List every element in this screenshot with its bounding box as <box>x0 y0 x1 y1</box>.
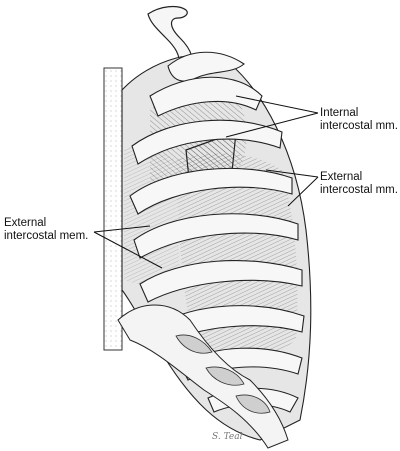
rib-2 <box>149 76 263 117</box>
costal-gap-1 <box>175 334 213 354</box>
label-membrane-line1: External <box>4 217 47 229</box>
leader-external-a <box>265 169 319 178</box>
ribs <box>129 51 305 413</box>
clavicle <box>147 5 193 71</box>
label-external-membrane: External intercostal mem. <box>4 217 88 243</box>
label-internal-line1: Internal <box>320 107 359 119</box>
rib-5 <box>133 213 299 259</box>
leader-internal-b <box>225 112 319 138</box>
rib-3 <box>131 119 283 165</box>
rib-6 <box>139 260 303 303</box>
costal-gap-3 <box>235 394 271 414</box>
leader-membrane-a <box>93 225 151 233</box>
label-membrane-line2: intercostal mem. <box>4 230 89 242</box>
label-external-line1: External <box>320 171 363 183</box>
label-internal-line2: intercostal mm. <box>320 120 398 132</box>
rib-1 <box>167 51 245 82</box>
artist-signature: S. Teal <box>212 432 243 442</box>
label-external-intercostal: External intercostal mm. <box>320 171 398 197</box>
rib-4 <box>129 167 293 215</box>
leader-lines <box>93 95 319 269</box>
label-external-line2: intercostal mm. <box>320 184 398 196</box>
costal-gap-2 <box>205 366 245 386</box>
leader-external-b <box>287 176 319 207</box>
leader-membrane-b <box>93 231 163 269</box>
costal-margin <box>117 304 289 449</box>
leader-internal-a <box>235 95 319 114</box>
label-internal-intercostal: Internal intercostal mm. <box>320 107 398 133</box>
vertebral-column <box>103 67 123 351</box>
